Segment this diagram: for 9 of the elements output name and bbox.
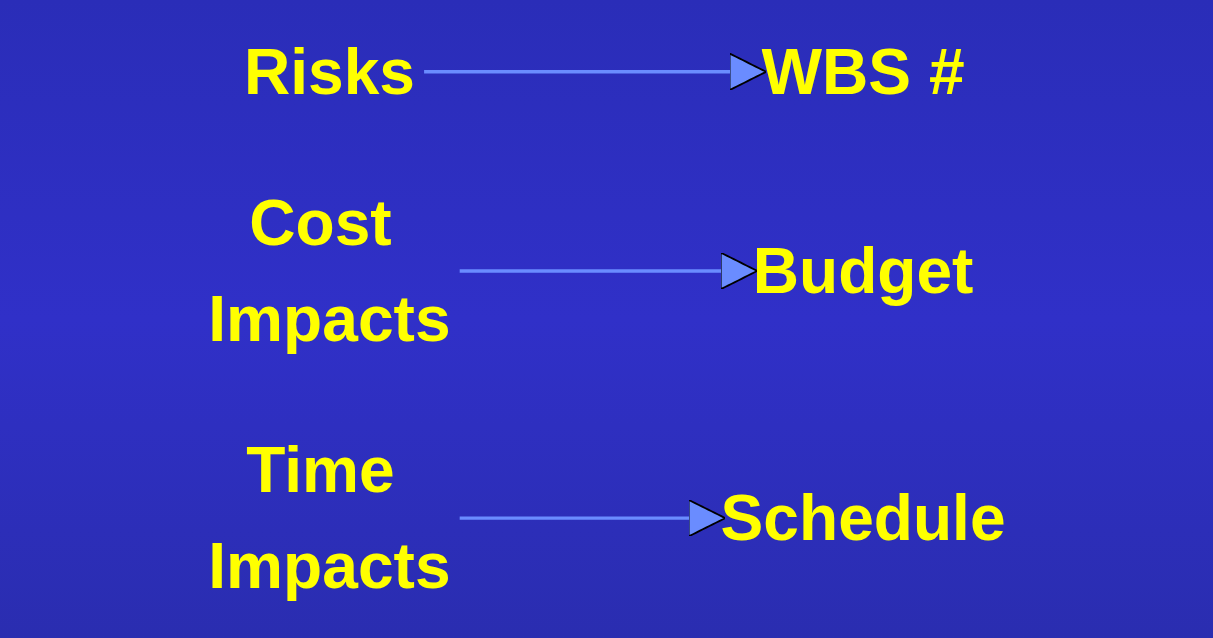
arrow xyxy=(423,52,767,91)
node-text: Risks xyxy=(243,35,415,108)
arrow xyxy=(459,251,758,291)
arrow xyxy=(459,498,726,538)
node-text: Budget xyxy=(752,234,973,307)
node-text: Cost Impacts xyxy=(207,186,451,355)
node-text: Schedule xyxy=(720,481,1006,554)
node-text: WBS # xyxy=(761,35,965,108)
node-text: Time Impacts xyxy=(207,433,451,602)
